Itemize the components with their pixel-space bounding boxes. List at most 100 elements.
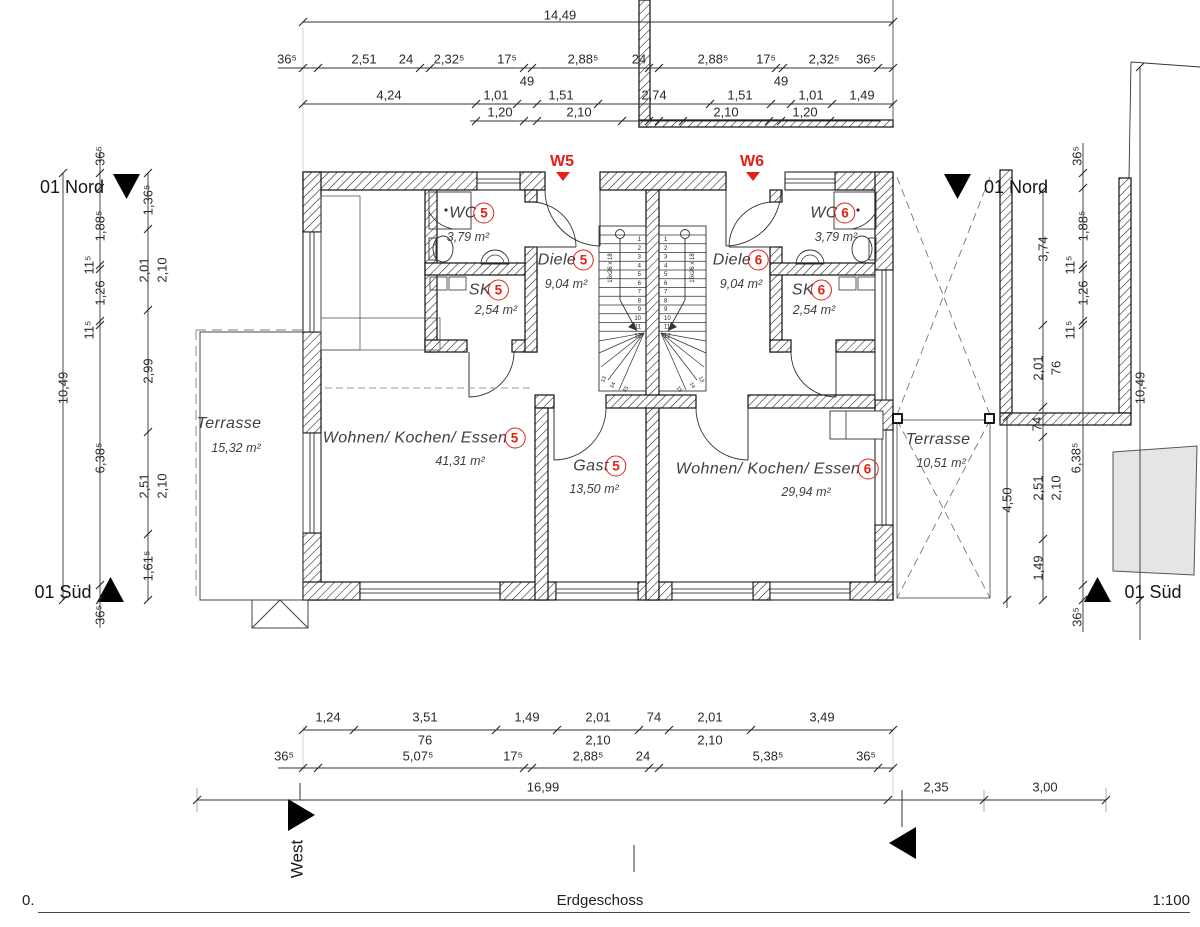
dimension-label: 36⁵	[1069, 607, 1085, 627]
dimension-tick	[654, 116, 664, 126]
dimension-tick	[678, 116, 688, 126]
wall	[999, 412, 1132, 426]
dimension-label: 5,07⁵	[402, 748, 434, 764]
dimension-label: 11⁵	[1062, 255, 1078, 275]
dimension-label: 24	[631, 51, 647, 67]
dimension-label: 11⁵	[1062, 320, 1078, 340]
room-name: WC	[810, 204, 838, 221]
stair-winder	[660, 332, 707, 354]
dimension-tick	[644, 763, 654, 773]
stair-tread-number: 11	[664, 325, 671, 331]
dimension-label: 3,00	[1032, 779, 1058, 795]
shower	[428, 191, 472, 230]
window	[359, 581, 501, 601]
room-label-terr_r: Terrasse	[906, 432, 971, 448]
dimension-label: 2,10	[1048, 475, 1064, 501]
toilet-cistern	[428, 237, 437, 261]
room-area: 41,31 m²	[435, 453, 485, 468]
dimension-tick	[58, 595, 68, 605]
dimension-label: 2,74	[641, 87, 667, 103]
room-number-badge: 5	[488, 279, 510, 301]
dimension-tick	[746, 725, 756, 735]
window	[784, 171, 836, 191]
dimension-tick	[471, 116, 481, 126]
room-number-badge: 6	[834, 202, 856, 224]
room-name: WC	[449, 204, 477, 221]
dimension-label: 1,20	[792, 104, 818, 120]
stair-annotation: 16x26 x 18	[690, 253, 696, 283]
dimension-tick	[705, 99, 715, 109]
shower-tray	[428, 211, 454, 230]
stair-tread-number: 8	[638, 298, 642, 304]
dimension-tick	[143, 427, 153, 437]
dimension-label: 3,74	[1035, 236, 1051, 262]
stair-tread-number: 6	[638, 281, 642, 287]
terrace-post	[984, 413, 995, 424]
dimension-tick	[888, 63, 898, 73]
dimension-label: 2,88⁵	[567, 51, 599, 67]
door-swing-arc	[725, 189, 782, 247]
stair-tread-number: 12	[634, 333, 641, 339]
stair-tread-number: 8	[664, 298, 668, 304]
room-area: 2,54 m²	[474, 302, 518, 317]
dimension-label: 24	[635, 748, 651, 764]
dimension-tick	[883, 795, 893, 805]
wall	[769, 339, 792, 353]
dimension-tick	[1078, 168, 1088, 178]
section-marker-triangle-north-left	[113, 174, 140, 199]
stair-tread-number: 4	[664, 263, 668, 269]
entrance-label-w5: W5	[550, 153, 574, 170]
room-area: 10,51 m²	[916, 455, 966, 470]
dimension-label: 1,51	[727, 87, 753, 103]
plan-line	[896, 419, 991, 599]
toilet	[851, 235, 873, 263]
dimension-label: 36⁵	[1069, 146, 1085, 166]
dimension-label: 11⁵	[81, 320, 97, 340]
title-block: 0. Erdgeschoss 1:100	[0, 888, 1200, 927]
room-area: 3,79 m²	[446, 229, 490, 244]
dimension-label: 76	[417, 732, 433, 748]
door-swing-arc	[544, 189, 601, 247]
dimension-tick	[298, 17, 308, 27]
dimension-label: 14,49	[543, 7, 577, 23]
dimension-label: 2,01	[697, 709, 723, 725]
room-number-badge: 5	[605, 455, 627, 477]
room-name: SK	[468, 281, 492, 298]
washbasin-bowl	[485, 254, 505, 265]
shower-drain	[444, 208, 448, 212]
dimension-tick	[95, 595, 105, 605]
dimension-tick	[95, 183, 105, 193]
dimension-label: 74	[646, 709, 662, 725]
dimension-label: 5,38⁵	[752, 748, 784, 764]
dimension-label: 1,88⁵	[92, 210, 108, 242]
dimension-label: 4,50	[999, 487, 1015, 513]
dimension-label: 2,10	[566, 104, 592, 120]
plan-line	[1130, 61, 1200, 68]
dimension-label: 76	[1048, 360, 1064, 376]
room-number-badge: 5	[573, 249, 595, 271]
dimension-tick	[1078, 320, 1088, 330]
terrace-right-outline	[896, 419, 991, 599]
dimension-tick	[888, 17, 898, 27]
dimension-tick	[1038, 185, 1048, 195]
stair-tread-number: 9	[638, 307, 642, 313]
plan-line	[896, 176, 991, 416]
stair-tread-number: 7	[664, 290, 668, 296]
footer-rule	[38, 912, 1190, 913]
stair-tread-number: 5	[638, 272, 642, 278]
dimension-label: 1,49	[1030, 555, 1046, 581]
dimension-tick	[95, 168, 105, 178]
marker-01-sued-right: 01 Süd	[1124, 582, 1182, 602]
dimension-tick	[519, 63, 529, 73]
window	[874, 269, 894, 401]
dimension-tick	[873, 63, 883, 73]
room-area: 15,32 m²	[211, 440, 261, 455]
stair-winder	[660, 332, 707, 342]
stair-winder	[607, 332, 645, 381]
entrance-marker-w6	[746, 172, 760, 181]
